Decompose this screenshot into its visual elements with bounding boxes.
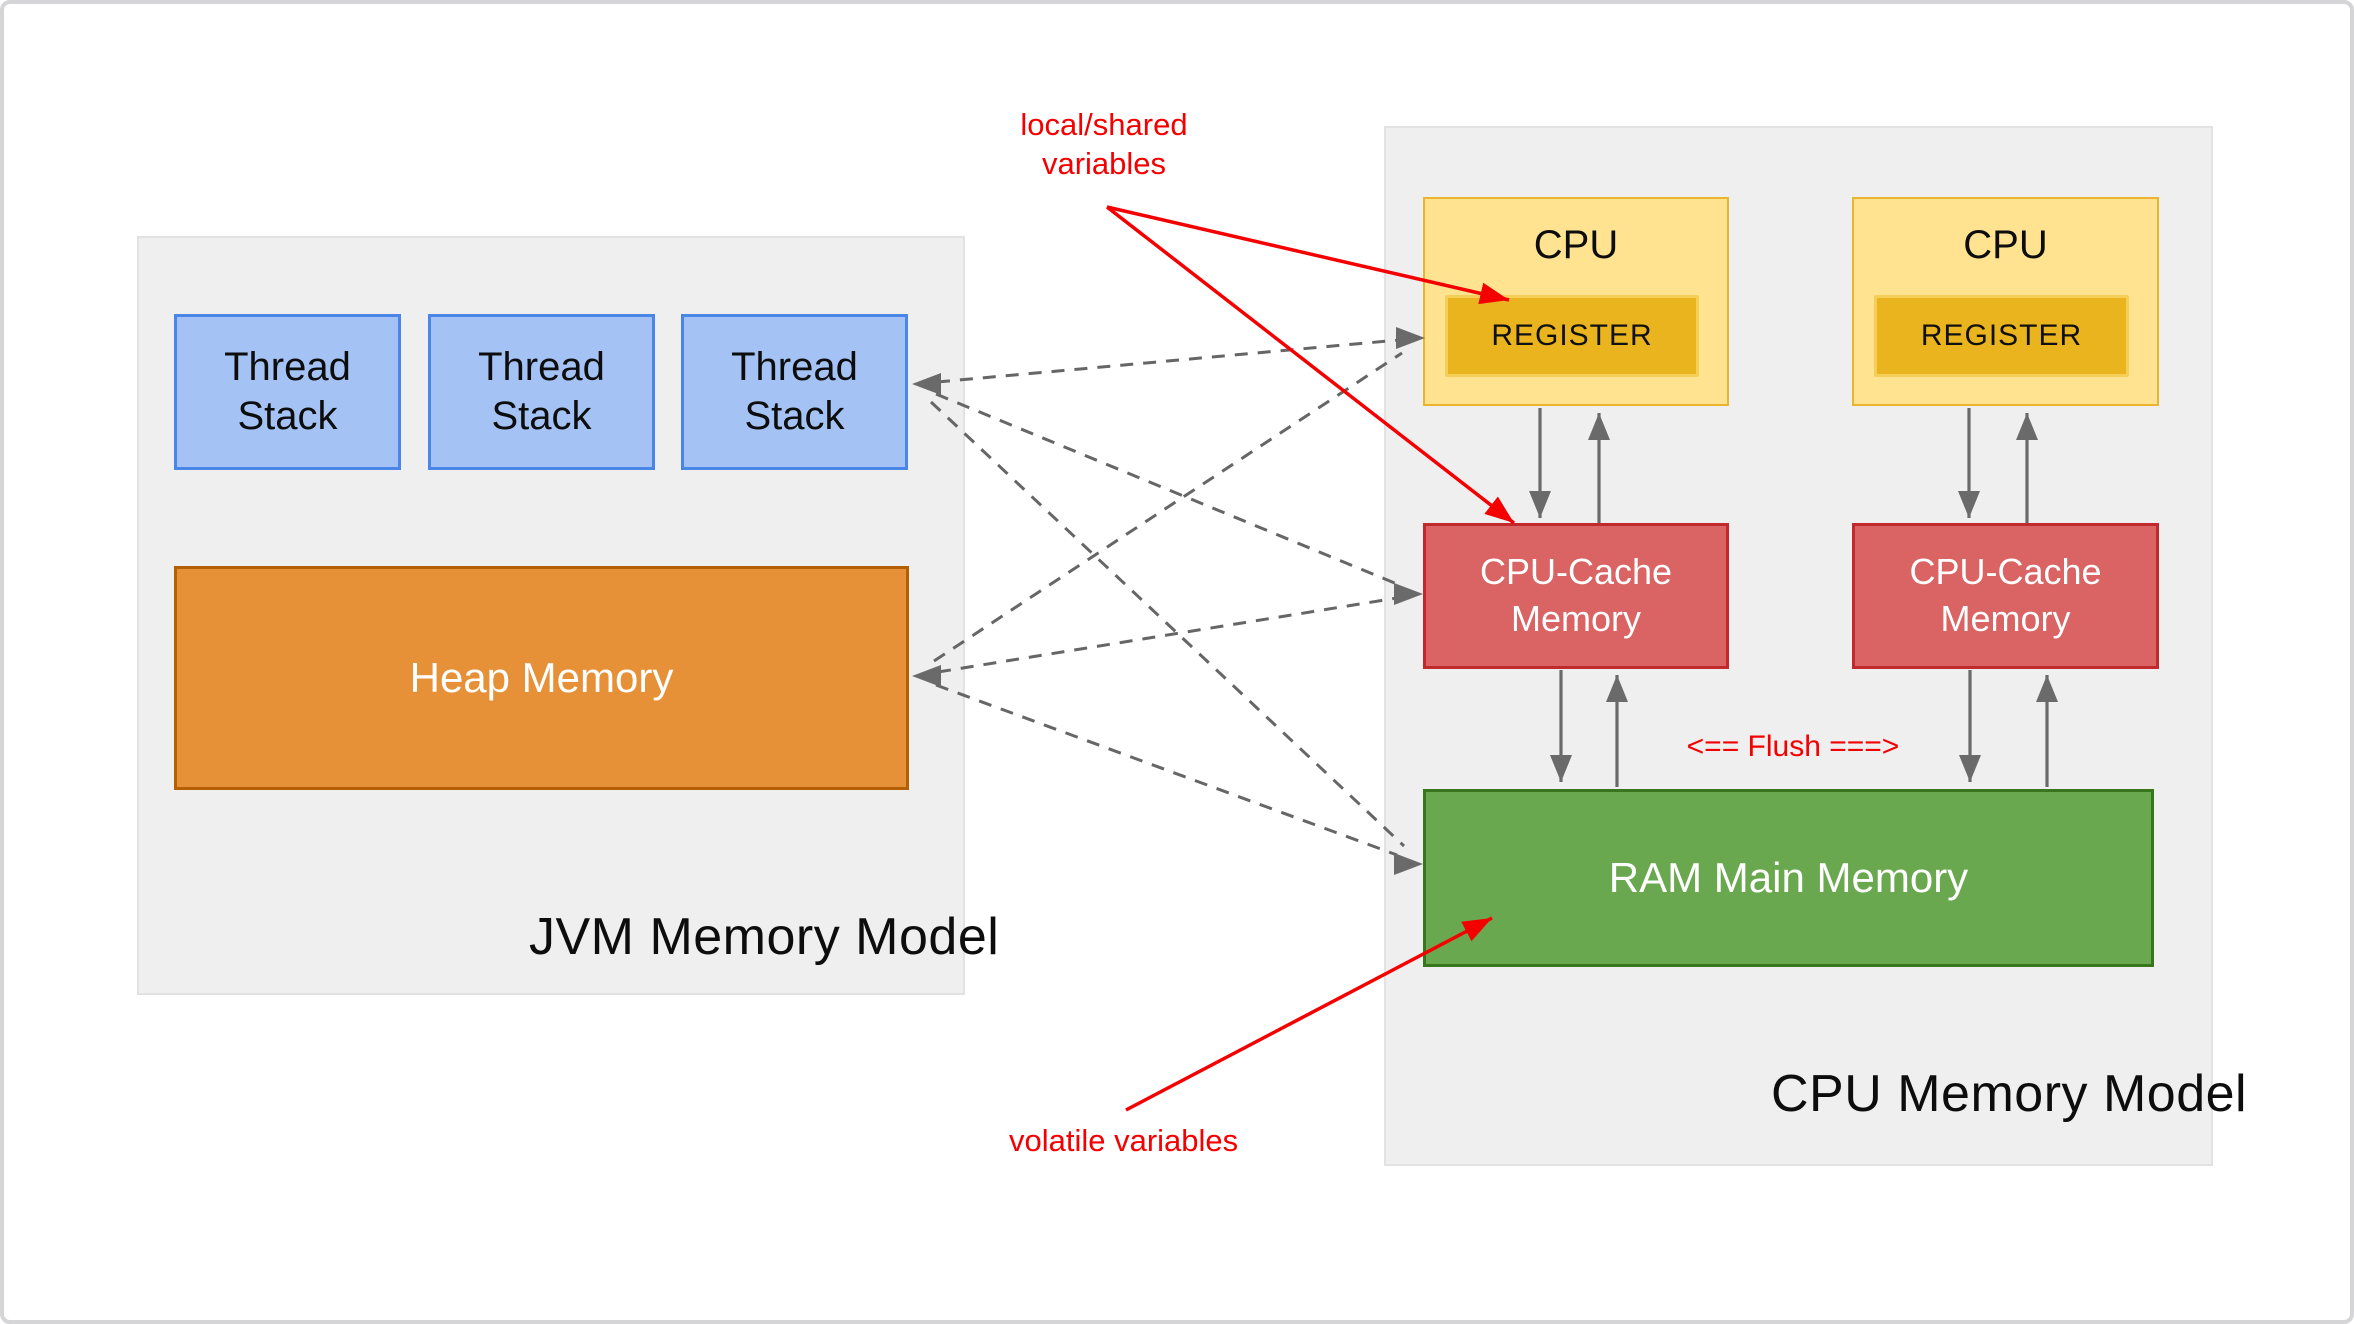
- local-shared-variables-label: local/shared variables: [994, 106, 1214, 184]
- register-2-label: REGISTER: [1920, 319, 2083, 352]
- cpu-cache-1: CPU-Cache Memory: [1423, 523, 1729, 669]
- dashed-threadstack-to-ram: [929, 400, 1406, 848]
- cpu-2-label: CPU: [1963, 223, 2048, 267]
- cpu-cache-2-label-line2: Memory: [1940, 598, 2071, 639]
- cpu-1: CPU REGISTER: [1423, 197, 1729, 406]
- register-2: REGISTER: [1874, 295, 2129, 377]
- thread-stack-2-label-line1: Thread: [478, 345, 605, 390]
- heap-memory-box: Heap Memory: [174, 566, 909, 790]
- ram-main-memory-label: RAM Main Memory: [1608, 854, 1969, 901]
- cpu-1-label: CPU: [1533, 223, 1619, 267]
- local-shared-variables-line2: variables: [1041, 145, 1167, 181]
- dashed-threadstack-to-cache: [935, 392, 1398, 586]
- cpu-cache-1-label-line1: CPU-Cache: [1479, 551, 1673, 593]
- dashed-threadstack-to-register: [936, 338, 1400, 384]
- thread-stack-3-label-line2: Stack: [744, 394, 845, 438]
- ram-main-memory: RAM Main Memory: [1423, 789, 2154, 967]
- cpu-cache-1-label-line2: Memory: [1510, 598, 1641, 639]
- register-1: REGISTER: [1445, 295, 1699, 377]
- dashed-heap-to-ram: [935, 683, 1398, 857]
- heap-memory-label: Heap Memory: [409, 654, 674, 701]
- thread-stack-2: Thread Stack: [428, 314, 655, 470]
- dashed-heap-to-cache: [937, 596, 1398, 674]
- thread-stack-1-label-line2: Stack: [237, 394, 338, 438]
- cpu-cache-2-label-line1: CPU-Cache: [1909, 551, 2102, 593]
- thread-stack-3-label-line1: Thread: [731, 345, 858, 390]
- thread-stack-2-label-line2: Stack: [491, 394, 592, 438]
- local-shared-variables-line1: local/shared: [1020, 107, 1188, 142]
- cpu-2: CPU REGISTER: [1852, 197, 2159, 406]
- volatile-variables-label: volatile variables: [1009, 1123, 1239, 1158]
- cpu-cache-2: CPU-Cache Memory: [1852, 523, 2159, 669]
- flush-label: <== Flush ===>: [1686, 730, 1900, 763]
- dashed-heap-to-register: [933, 351, 1403, 663]
- thread-stack-1-label-line1: Thread: [224, 345, 351, 390]
- register-1-label: REGISTER: [1491, 319, 1653, 352]
- cpu-memory-model-title: CPU Memory Model: [1771, 1065, 2248, 1123]
- thread-stack-3: Thread Stack: [681, 314, 908, 470]
- jvm-memory-model-title: JVM Memory Model: [529, 908, 1000, 966]
- thread-stack-1: Thread Stack: [174, 314, 401, 470]
